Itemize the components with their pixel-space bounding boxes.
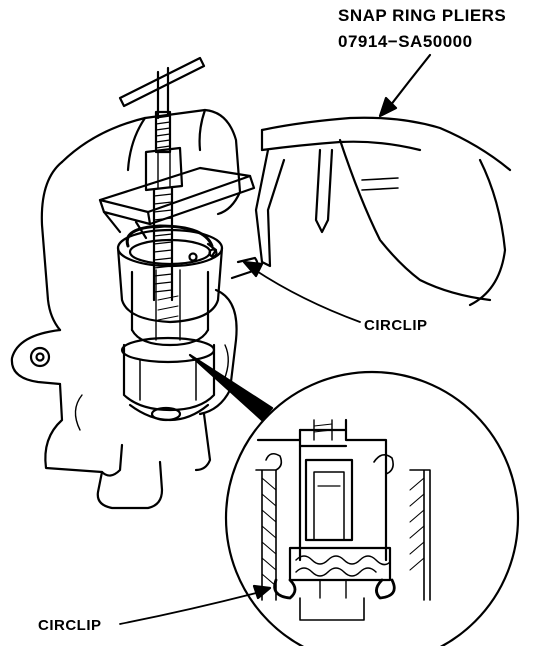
piston-assembly xyxy=(116,228,224,422)
snap-ring-pliers xyxy=(254,116,512,307)
callout-wedge xyxy=(188,353,274,422)
circlip-lower-label: CIRCLIP xyxy=(38,617,102,634)
upper-circlip xyxy=(125,224,218,262)
circlip-upper-label: CIRCLIP xyxy=(364,317,428,334)
detail-circle xyxy=(224,370,520,646)
puller-bridge-plate xyxy=(98,166,256,240)
tool-name-label: SNAP RING PLIERS xyxy=(338,6,507,25)
tool-number-label: 07914−SA50000 xyxy=(338,32,473,51)
puller-bolt xyxy=(118,56,206,302)
caliper-housing xyxy=(10,108,259,510)
